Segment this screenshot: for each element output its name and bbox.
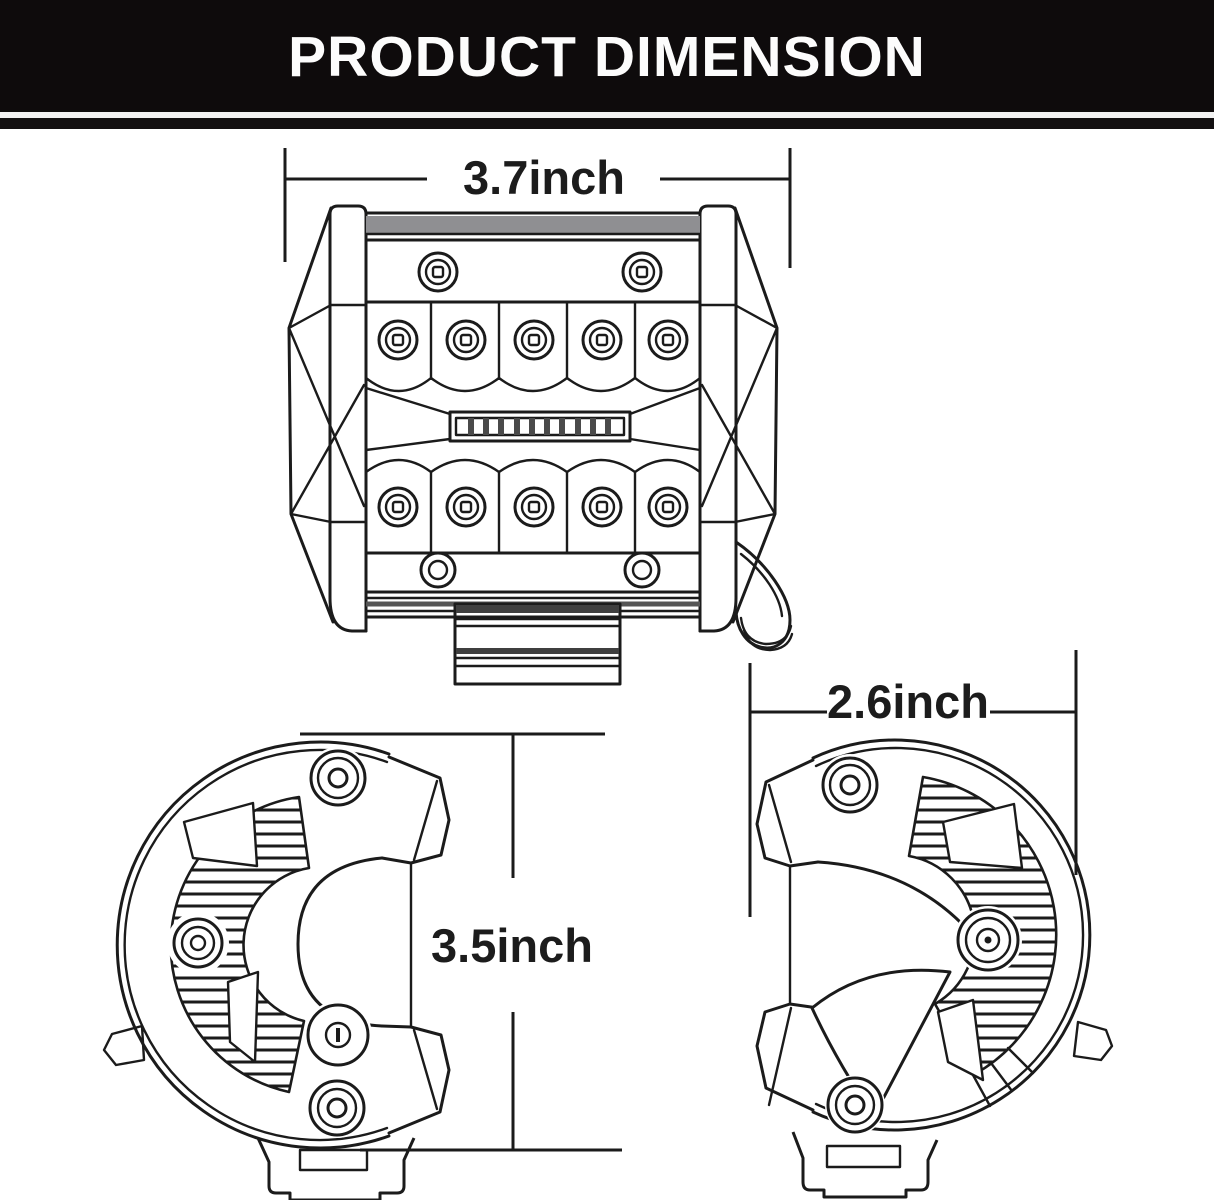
top-cap bbox=[364, 211, 702, 242]
right-view-housing-rim bbox=[811, 738, 1092, 1132]
lower-screws bbox=[419, 551, 661, 589]
header-divider bbox=[0, 112, 1214, 118]
side-view-left-drawing: 3.5inch bbox=[102, 732, 622, 1200]
left-view-side-tab bbox=[102, 1024, 146, 1067]
front-view-drawing: 3.7inch bbox=[283, 148, 794, 686]
right-view-reflector-wedge bbox=[810, 968, 952, 1118]
left-view-foot bbox=[256, 1137, 416, 1200]
right-view-screws bbox=[819, 754, 1022, 1135]
depth-dimension: 2.6inch bbox=[748, 650, 1078, 917]
led-lenses-top bbox=[377, 319, 689, 361]
width-dimension-label: 3.7inch bbox=[463, 151, 625, 204]
mounting-side-brackets bbox=[287, 204, 779, 633]
height-dimension-label: 3.5inch bbox=[431, 919, 593, 972]
header-bar: PRODUCT DIMENSION bbox=[0, 0, 1214, 112]
left-view-heatsink-fins bbox=[169, 795, 311, 1094]
led-row-top bbox=[364, 300, 702, 393]
bottom-mount-block bbox=[453, 602, 622, 686]
right-view-foot bbox=[791, 1131, 939, 1199]
height-dimension: 3.5inch bbox=[300, 732, 622, 1152]
upper-screws bbox=[417, 251, 663, 293]
side-view-right-drawing: 2.6inch bbox=[748, 650, 1114, 1199]
width-dimension: 3.7inch bbox=[283, 148, 792, 268]
left-view-housing-rim bbox=[115, 740, 391, 1150]
left-view-bracket bbox=[296, 755, 451, 1135]
header-divider-lower bbox=[0, 118, 1214, 129]
wire-strap bbox=[734, 540, 794, 652]
led-row-bottom bbox=[364, 458, 702, 555]
left-view-screws bbox=[167, 747, 372, 1138]
led-lenses-bottom bbox=[377, 486, 689, 528]
depth-dimension-label: 2.6inch bbox=[827, 675, 989, 728]
right-view-side-tab bbox=[1072, 1020, 1114, 1062]
page-title: PRODUCT DIMENSION bbox=[288, 25, 926, 89]
center-grille bbox=[364, 386, 702, 452]
